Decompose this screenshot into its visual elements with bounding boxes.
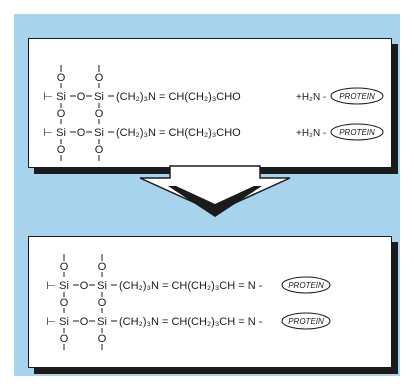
silicon-label: Si [94, 127, 104, 139]
oxygen-label: O [95, 144, 104, 156]
oxygen-label: O [77, 127, 86, 139]
top-row-1: O O ⊢ Si O Si (CH₂)₃N = CH(CH₂)₃CHO +H₂N… [43, 65, 384, 108]
silicon-label: Si [56, 91, 66, 103]
oxygen-label: O [77, 91, 86, 103]
protein-label: PROTEIN [288, 281, 324, 290]
oxygen-label: O [98, 333, 107, 345]
oxygen-label: O [57, 72, 66, 84]
chain-formula: (CH₂)₃N = CH(CH₂)₃CH = N - [119, 280, 263, 292]
silicon-label: Si [94, 91, 104, 103]
chain-formula: (CH₂)₃N = CH(CH₂)₃CHO [116, 127, 241, 139]
bond-label: ⊢ [46, 280, 56, 292]
oxygen-label: O [80, 316, 89, 328]
oxygen-label: O [98, 261, 107, 273]
bottom-row-1: O O ⊢ Si O Si (CH₂)₃N = CH(CH₂)₃CH = N -… [46, 254, 331, 297]
oxygen-label: O [60, 297, 69, 309]
silicon-label: Si [97, 316, 107, 328]
bottom-row-2: O O ⊢ Si O Si (CH₂)₃N = CH(CH₂)₃CH = N -… [46, 297, 331, 350]
silicon-label: Si [59, 280, 69, 292]
protein-label: PROTEIN [339, 92, 375, 101]
oxygen-label: O [80, 280, 89, 292]
oxygen-label: O [60, 261, 69, 273]
bottom-panel [28, 236, 392, 368]
chain-formula: (CH₂)₃N = CH(CH₂)₃CH = N - [119, 316, 263, 328]
bond-label: ⊢ [46, 316, 56, 328]
down-arrow-icon [139, 165, 291, 217]
reagent-formula: +H₂N - [296, 92, 326, 103]
bond-label: ⊢ [43, 127, 53, 139]
top-panel [28, 38, 392, 168]
protein-label: PROTEIN [288, 317, 324, 326]
silicon-label: Si [59, 316, 69, 328]
chain-formula: (CH₂)₃N = CH(CH₂)₃CHO [116, 91, 241, 103]
protein-label: PROTEIN [339, 128, 375, 137]
top-row-2: O O ⊢ Si O Si (CH₂)₃N = CH(CH₂)₃CHO +H₂N… [43, 108, 384, 161]
oxygen-label: O [95, 108, 104, 120]
bond-label: ⊢ [43, 91, 53, 103]
oxygen-label: O [95, 72, 104, 84]
oxygen-label: O [57, 144, 66, 156]
oxygen-label: O [57, 108, 66, 120]
oxygen-label: O [98, 297, 107, 309]
silicon-label: Si [97, 280, 107, 292]
reagent-formula: +H₂N - [296, 128, 326, 139]
oxygen-label: O [60, 333, 69, 345]
silicon-label: Si [56, 127, 66, 139]
